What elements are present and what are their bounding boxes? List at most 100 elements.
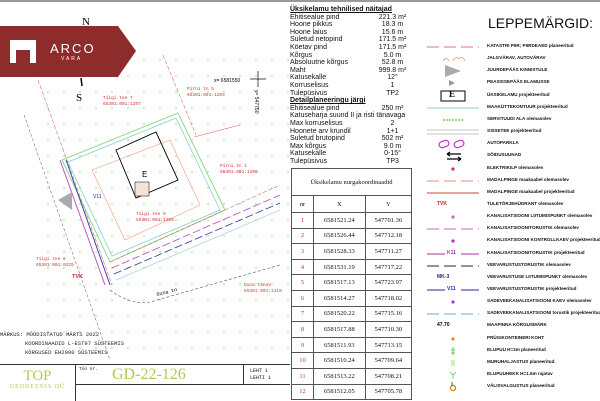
spec-label: Max kõrgus	[290, 142, 327, 150]
legend-title: LEPPEMÄRGID:	[488, 15, 594, 31]
work-number: GD-22-126	[112, 366, 186, 383]
veevarustustorustik-symbol-icon: V11	[425, 283, 481, 295]
legend-label: SÕIDUSUUNAD	[487, 152, 522, 158]
legend-item: K11 KANALISATSIOONITORUSTIK projekteeritu…	[415, 247, 600, 259]
sheet-cell: LEHT 1 LEHTI 1	[244, 365, 290, 385]
spec-label: Tulepüsivus	[290, 89, 328, 97]
legend-item: PRÜGIKONTEINERI KOHT	[415, 332, 600, 344]
spec-value: 5.0 m	[383, 51, 402, 59]
legend-label: KANALISATSIOONITORUSTIK projekteeritud	[487, 249, 585, 255]
legend-label: ELUPUUHEKK H=1.5m rajatav	[487, 371, 553, 377]
x-coordinate: 6581517.13	[313, 274, 366, 291]
spec-label: Absoluutne kõrgus	[290, 59, 348, 67]
vlisvalgustus-symbol-icon	[425, 380, 481, 392]
legend-label: KANALISATSIOONI LIITUMISPUNKT olemasolev	[487, 213, 593, 219]
spec-label: Hoone laius	[290, 28, 327, 36]
spec-row: Kõrgus 5.0 m	[290, 52, 415, 60]
parcel-code: 65301:001:1207	[103, 101, 141, 107]
legend-item: MADALPINGE maakaabel projekteeritud	[415, 186, 600, 198]
sheet-number: LEHT 1	[250, 368, 269, 374]
spec-value: 1+1	[386, 127, 399, 135]
company-name: TOP	[23, 368, 52, 384]
legend-item: SERVITUUDI ALA olemasolev	[415, 113, 600, 125]
spec-label: Max korruselisus	[290, 119, 343, 127]
y-coordinate: 547705.78	[364, 383, 413, 401]
veevarustuse-symbol-icon: MK-3	[425, 271, 481, 283]
legend-item: V11 VEEVARUSTUSTORUSTIK projekteeritud	[415, 283, 600, 295]
point-number: 10	[291, 352, 314, 369]
elektrikilp-symbol-icon	[425, 162, 481, 174]
legend-symbol-text: E	[449, 88, 456, 99]
legend-item: SADEVEEKANALISATSIOONI torustik projekte…	[415, 307, 600, 319]
spec-value: 221.3 m²	[378, 13, 407, 21]
legend-label: KATASTRI PIIR; PIIRDEAED planeeritud	[487, 43, 574, 48]
spec-label: Katusekalle	[290, 150, 327, 158]
parcel-code: 65301:001:1204	[187, 92, 225, 98]
katastri-symbol-icon	[425, 40, 481, 52]
parcel-code: 65301:001:0225	[36, 262, 74, 268]
legend-label: VEEVARUSTUSTORUSTIK projekteeritud	[487, 286, 577, 291]
coord-y-label: y= 547750	[253, 90, 259, 114]
parcel-label: Duna tänav	[244, 282, 271, 288]
madalpinge-symbol-icon	[425, 186, 481, 198]
point-number: 1	[291, 212, 314, 229]
legend-item: SSISETEE projekteeritud	[415, 125, 600, 137]
legend-label: VÄLISVALGUSTUS planeeritud	[487, 383, 555, 389]
table-title: Üksikelamu nurgakoordinaadid	[291, 168, 412, 196]
legend-label: PEASISSEPÄÄS ELAMUSSE	[487, 79, 550, 85]
spec-label: Kõrgus	[290, 51, 313, 59]
parcel-label: Pirni tn 1	[220, 163, 247, 169]
legend-symbol-text: K11	[447, 249, 456, 256]
x-coordinate: 6581513.22	[313, 367, 366, 385]
legend-item: KATASTRI PIIR; PIIRDEAED planeeritud	[415, 40, 600, 52]
x-coordinate: 6581531.19	[313, 258, 366, 276]
parcel-label: Pirni tn 5	[187, 86, 214, 92]
spec-value: 171.5 m²	[378, 36, 407, 44]
y-coordinate: 547708.21	[364, 367, 413, 385]
jalgvrav-symbol-icon	[425, 52, 481, 64]
spec-value: 15.6 m	[381, 28, 404, 36]
kanalisatsiooni-symbol-icon	[425, 210, 481, 222]
veevarustustorustik-symbol-icon	[425, 259, 481, 271]
legend-label: PRÜGIKONTEINERI KOHT	[487, 334, 545, 340]
spec-label: Hoone pikkus	[290, 21, 333, 29]
legend-label: MURUHALJASTUS planeeritud	[487, 358, 555, 364]
north-label: N	[82, 16, 90, 28]
point-number: 12	[291, 383, 314, 401]
spec-label: Katusekalle	[290, 74, 327, 82]
work-number-label: Töö nr.	[79, 367, 98, 372]
spec-label: Köetav pind	[290, 43, 327, 51]
x-coordinate: 6581514.27	[313, 289, 366, 307]
hydrant-label: TVK	[72, 274, 83, 280]
sheet-count: LEHTI 1	[250, 375, 272, 381]
legend-item: MADALPINGE maakaabel olemasolev	[415, 174, 600, 186]
legend-item: KANALISATSIOONI KONTROLLKAEV projekteeri…	[415, 234, 600, 246]
note-line: KOORDINAADID L-EST97 SÜSTEEMIS	[25, 340, 125, 347]
spec-label: Suletud brutopind	[290, 135, 345, 143]
legend-item: KANALISATSIOONI LIITUMISPUNKT olemasolev	[415, 210, 600, 222]
legend-symbol-text: TVK	[437, 200, 447, 207]
spec-row: Hoone laius 15.6 m	[290, 29, 415, 37]
spec-value: 2	[390, 119, 395, 127]
legend-symbol-text: 47.70	[437, 322, 450, 329]
point-number: 2	[291, 227, 314, 245]
prgikonteineri-symbol-icon	[425, 332, 481, 344]
legend-item: KANALISATSIOONITORUSTIK olemasolev	[415, 222, 600, 234]
note-line: MÄRKUS: MÕÕDISTATUD MÄRTS 2022	[0, 331, 100, 338]
ssisetee-symbol-icon	[425, 125, 481, 137]
legend-label: JALGVÄRAV, AUTOVÄRAV	[487, 55, 546, 61]
